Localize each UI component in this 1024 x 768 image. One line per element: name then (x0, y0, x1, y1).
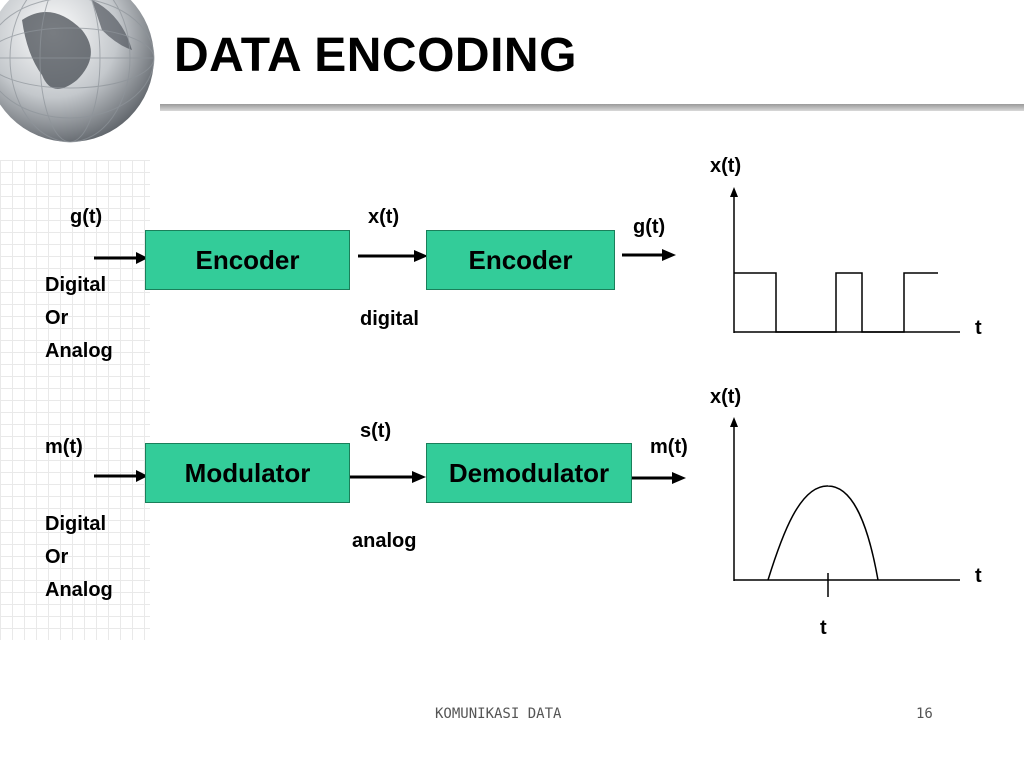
analog-middle-type: analog (352, 530, 417, 552)
digital-middle-type: digital (360, 308, 419, 330)
analog-waveform (767, 485, 879, 581)
globe-logo-icon (0, 0, 155, 143)
digital-plot-x-label: t (975, 317, 982, 339)
grid-background (0, 160, 150, 640)
digital-output-label: g(t) (633, 216, 666, 238)
digital-waveform (734, 272, 938, 333)
digital-output-arrow (622, 249, 676, 261)
encoder-block: Encoder (145, 230, 350, 290)
digital-input-type-3: Analog (45, 340, 113, 362)
analog-plot-y-axis-arrowhead (730, 417, 738, 427)
analog-input-arrow (94, 470, 148, 482)
analog-input-type-1: Digital (45, 513, 107, 535)
analog-input-type-2: Or (45, 546, 69, 568)
analog-input-type-3: Analog (45, 579, 113, 601)
footer-page-number: 16 (916, 706, 933, 722)
analog-input-label: m(t) (45, 436, 83, 458)
analog-plot-y-label: x(t) (710, 386, 742, 408)
decoder-block: Encoder (426, 230, 615, 290)
demodulator-block: Demodulator (426, 443, 632, 503)
digital-plot-y-label: x(t) (710, 155, 742, 177)
analog-middle-signal-label: s(t) (360, 420, 392, 442)
title-divider (160, 104, 1024, 111)
analog-output-arrow (632, 472, 686, 484)
digital-middle-signal-label: x(t) (368, 206, 400, 228)
analog-middle-arrow (350, 471, 426, 483)
digital-plot-y-axis-arrowhead (730, 187, 738, 197)
modulator-block: Modulator (145, 443, 350, 503)
page-title: DATA ENCODING (174, 29, 577, 82)
analog-plot-x-label: t (975, 565, 982, 587)
digital-input-type-1: Digital (45, 274, 107, 296)
digital-input-type-2: Or (45, 307, 69, 329)
analog-plot-marker-label: t (820, 617, 827, 639)
digital-waveform-plot (730, 187, 960, 333)
footer-course-name: KOMUNIKASI DATA (435, 706, 562, 722)
digital-input-label: g(t) (70, 206, 103, 228)
analog-output-label: m(t) (650, 436, 688, 458)
digital-input-arrow (94, 252, 148, 264)
analog-waveform-plot (730, 417, 960, 597)
digital-middle-arrow (358, 250, 428, 262)
